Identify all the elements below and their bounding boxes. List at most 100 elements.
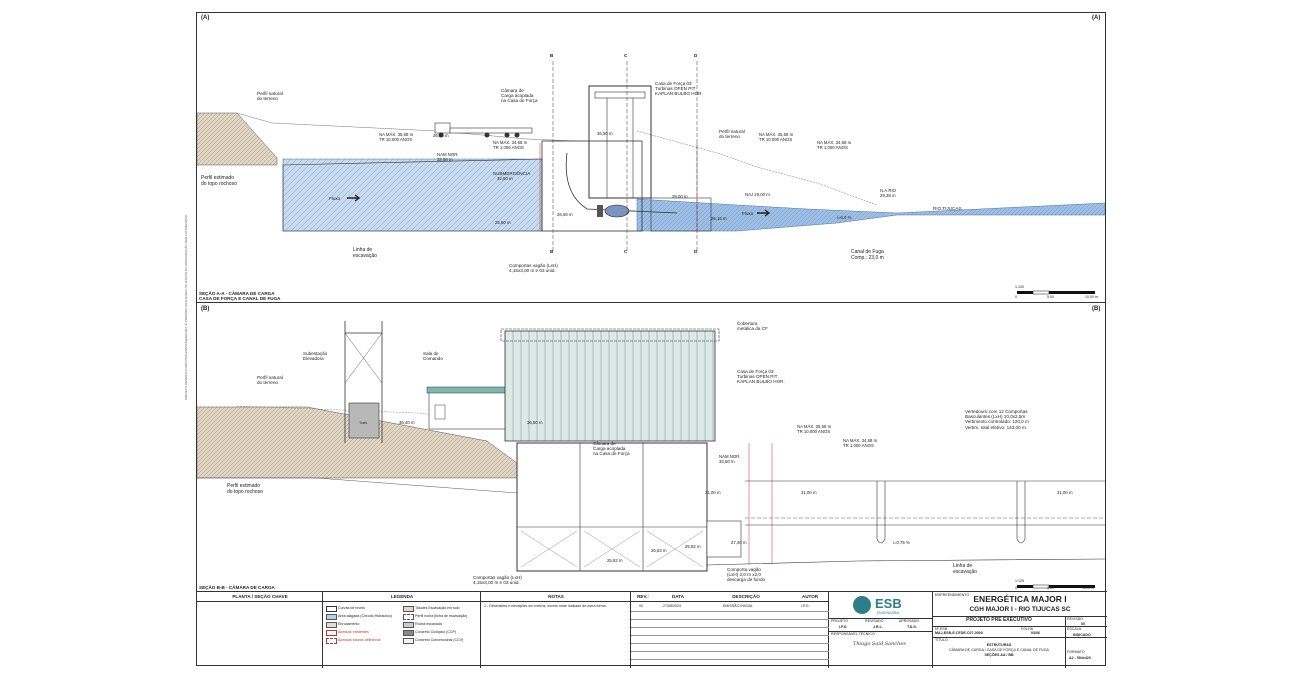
rev-row-descricao: EMISSÃO INICIAL bbox=[723, 604, 753, 608]
substation-icon-b bbox=[344, 321, 383, 443]
corner-marker-a-right: (A) bbox=[1092, 15, 1101, 21]
rev-header-descricao: DESCRIÇÃO bbox=[732, 594, 760, 599]
logo-cell: ESB ENGENHARIA PROJETO REVISADO APROVADO… bbox=[829, 592, 933, 668]
cut-marker-d-bottom: D bbox=[694, 249, 698, 254]
legend-item-10: Concreto Convencional (CCV) bbox=[415, 638, 464, 642]
label-perfil-natural-b: Perfil natural do terreno bbox=[257, 375, 283, 386]
section-divider bbox=[197, 302, 1105, 303]
corner-marker-a-left: (A) bbox=[201, 15, 210, 21]
rev-header-rev: REV.: bbox=[637, 594, 649, 599]
legend-item-3: Enrocamento bbox=[338, 622, 360, 626]
company-sub: ENGENHARIA bbox=[877, 611, 900, 615]
resp-tecnico-label: RESPONSÁVEL TÉCNICO bbox=[831, 632, 875, 636]
level-26-50-a: 26,50 m bbox=[557, 212, 573, 217]
level-31-00b-b: 31,00 m bbox=[801, 490, 817, 495]
section-b-title: SEÇÃO B-B - CÂMARA DE CARGA bbox=[199, 585, 275, 590]
doc-number: MAJ-ESB-E-CFDE-C07-0003 bbox=[935, 631, 983, 635]
label-linha-escavacao-a: Linha de escavação bbox=[353, 247, 377, 259]
natural-terrain-right-a bbox=[636, 130, 878, 206]
label-submergencia: SUBMERGÊNCIA bbox=[493, 171, 531, 176]
section-a-title-1: SEÇÃO A-A - CÂMARA DE CARGA bbox=[199, 291, 275, 296]
label-comporta-vagao-b: Comporta vagão (LxH) 2,0 m x2,0 descarga… bbox=[727, 567, 766, 583]
label-casa-forca-a: Casa de Força 03 Turbinas OPEN PIT KAPLA… bbox=[655, 81, 703, 97]
cut-marker-c-top: C bbox=[624, 53, 628, 58]
level-29-00-a: 29,00 m bbox=[672, 194, 688, 199]
legend-swatch-8 bbox=[403, 622, 414, 628]
legend-header: LEGENDA bbox=[390, 594, 414, 599]
revisado-label: REVISADO bbox=[865, 619, 884, 623]
level-na-max-10000-b: NA MÁX. 35,68 m TR 10.000 ANOS bbox=[797, 424, 832, 434]
powerhouse-structure-a bbox=[588, 85, 652, 199]
legend-swatch-3 bbox=[326, 622, 337, 628]
revisao-value: 00 bbox=[1081, 622, 1085, 626]
label-perfil-natural-a2: Perfil natural do terreno bbox=[719, 129, 745, 140]
projeto-value: I.P.G bbox=[839, 625, 847, 629]
legend-item-7: Perfil rocha (linha de escavação) bbox=[415, 614, 468, 618]
title-block: PLANTA / SEÇÃO CHAVE LEGENDA Curvas de n… bbox=[197, 591, 1107, 668]
legend-swatch-6 bbox=[403, 606, 414, 612]
level-slope-a: i=6,0 % bbox=[837, 215, 852, 220]
label-perfil-natural-a: Perfil natural do terreno bbox=[257, 91, 283, 102]
legend-item-9: Concreto Ciclópico (CCP) bbox=[415, 630, 457, 634]
rev-header-data: DATA bbox=[671, 594, 685, 599]
scale-tick-a-0: 0 bbox=[1015, 295, 1017, 299]
projeto-label: PROJETO bbox=[831, 619, 848, 623]
label-rio-tijucas: RIO TIJUCAS bbox=[933, 206, 962, 211]
titulo-label: TÍTULO bbox=[935, 638, 948, 642]
label-perfil-estimado-a: Perfil estimado do topo rochoso bbox=[201, 175, 237, 187]
legend-item-1: Curvas de níveis bbox=[338, 606, 365, 610]
project-info-cell: EMPREENDIMENTO ENERGÉTICA MAJOR I CGH MA… bbox=[933, 592, 1107, 668]
level-27-40-b: 27,40 m bbox=[731, 540, 747, 545]
legend-swatch-4 bbox=[326, 630, 337, 636]
folha-value: 03/06 bbox=[1031, 631, 1040, 635]
level-nam-nor-b: NAM NOR. 33,50 m bbox=[719, 454, 741, 464]
legend-swatch-9 bbox=[403, 630, 414, 636]
label-trafo-b: Trafo bbox=[359, 421, 368, 425]
level-36-40-b: 36,40 m bbox=[399, 420, 415, 425]
excavation-line-b bbox=[706, 558, 1105, 566]
level-na-max-10000-r: NA MÁX. 35,68 m TR 10.000 ANOS bbox=[759, 132, 794, 142]
legend-item-6: Taludes Escavação em solo bbox=[415, 606, 460, 610]
flow-arrow-a bbox=[347, 194, 361, 202]
level-31-00a-b: 31,00 m bbox=[705, 490, 721, 495]
escala-label: ESCALA bbox=[1067, 627, 1082, 631]
level-26-53-b: 26,53 m bbox=[651, 548, 667, 553]
label-camara-a: Câmara de Carga acoplada na Casa de Forç… bbox=[501, 88, 538, 104]
scale-tick-b-2: 6,00 m bbox=[1083, 586, 1094, 590]
legend-swatch-5 bbox=[326, 638, 337, 644]
truck-icon-a bbox=[434, 122, 533, 138]
planta-cell: PLANTA / SEÇÃO CHAVE bbox=[197, 592, 323, 668]
revisado-value: J.R.L. bbox=[873, 625, 883, 629]
soil-left-a bbox=[197, 112, 278, 166]
titulo-3: SEÇÕES AA / BB bbox=[984, 653, 1014, 657]
cut-marker-b-bottom: B bbox=[550, 249, 554, 254]
level-na-max-1000-a: NA MÁX. 34,68 m TR 1.000 ANOS bbox=[493, 140, 528, 150]
rev-row-data: 27/08/2024 bbox=[663, 604, 681, 608]
level-na-max-10000-a: NA MÁX. 35,68 m TR 10.000 ANOS bbox=[379, 132, 414, 142]
level-31-00c-b: 31,00 m bbox=[1057, 490, 1073, 495]
cut-marker-b-top: B bbox=[550, 53, 554, 58]
label-linha-escavacao-b: Linha de escavação bbox=[953, 563, 977, 575]
escala-value: INDICADO bbox=[1073, 633, 1091, 637]
legend-swatch-1 bbox=[326, 606, 337, 612]
esb-logo-icon bbox=[853, 596, 871, 614]
legend-item-5: Acessos futuros definitivos bbox=[338, 638, 381, 642]
legend-swatch-10 bbox=[403, 638, 414, 644]
spillway-b bbox=[745, 480, 1105, 544]
scale-bar-a bbox=[1017, 290, 1095, 295]
tailrace-water-a bbox=[636, 198, 1105, 232]
doc-label: Nº ESB bbox=[935, 627, 948, 631]
notes-header: NOTAS bbox=[548, 594, 564, 599]
level-32-50-a: 32,50 m bbox=[497, 176, 513, 181]
scale-tick-a-1: 5,00 bbox=[1047, 295, 1054, 299]
level-nam-nor-a: NAM NOR. 33,50 m bbox=[437, 152, 459, 162]
formato-label: FORMATO bbox=[1067, 650, 1085, 654]
cut-marker-c-bottom: C bbox=[624, 249, 628, 254]
level-36-50-a: 36,50 m bbox=[597, 131, 613, 136]
chamber-b bbox=[516, 442, 708, 572]
powerhouse-cover-b bbox=[504, 330, 716, 442]
level-na-max-1000-r: NA MÁX. 34,68 m TR 1.000 ANOS bbox=[817, 140, 852, 150]
level-na-min-a: NAJ 29,00 m bbox=[745, 192, 770, 197]
aprovado-label: APROVADO bbox=[899, 619, 920, 623]
scale-bar-b bbox=[1017, 584, 1095, 589]
